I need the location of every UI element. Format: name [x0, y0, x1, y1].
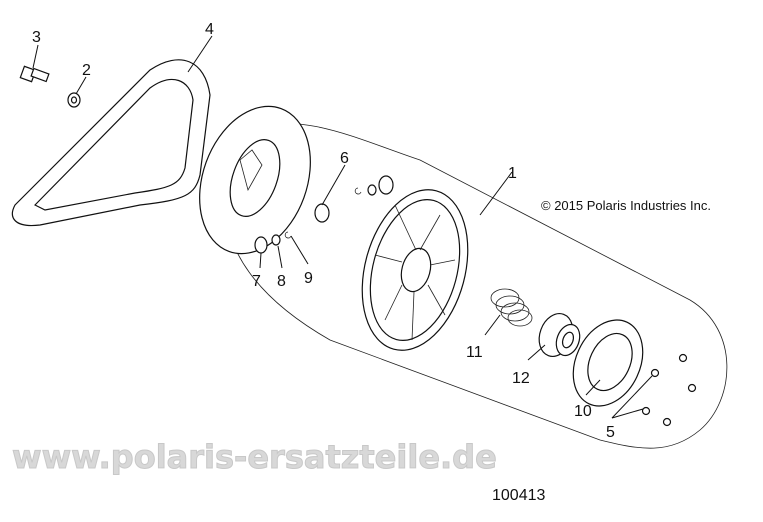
callout-9: 9	[304, 270, 313, 287]
callout-1: 1	[508, 165, 517, 182]
watermark: www.polaris-ersatzteile.de	[12, 438, 497, 476]
o-ring	[314, 203, 330, 223]
callout-7: 7	[252, 273, 261, 290]
bolt	[19, 65, 50, 83]
copyright-notice: © 2015 Polaris Industries Inc.	[541, 198, 711, 213]
cover-bushing	[538, 313, 581, 357]
washer-small	[271, 234, 281, 246]
seal-plate	[572, 319, 644, 407]
spring	[490, 288, 533, 327]
callout-11: 11	[466, 344, 483, 361]
callout-4: 4	[205, 21, 214, 38]
washer	[67, 92, 81, 108]
screws	[641, 353, 697, 427]
drive-belt	[11, 59, 211, 227]
callout-8: 8	[277, 273, 286, 290]
callout-10: 10	[574, 403, 592, 420]
callout-12: 12	[512, 370, 530, 387]
figure-number: 100413	[492, 487, 545, 504]
callout-6: 6	[340, 150, 349, 167]
callout-3: 3	[32, 29, 41, 46]
movable-sheave	[199, 105, 311, 255]
callout-5: 5	[606, 424, 615, 441]
clutch-spider	[361, 189, 469, 351]
e-clip	[284, 231, 292, 239]
roller-washer	[367, 184, 377, 196]
callout-2: 2	[82, 62, 91, 79]
roller	[378, 175, 394, 195]
leader-lines	[32, 35, 653, 419]
bushing	[254, 236, 268, 254]
roller-clip	[354, 187, 362, 195]
